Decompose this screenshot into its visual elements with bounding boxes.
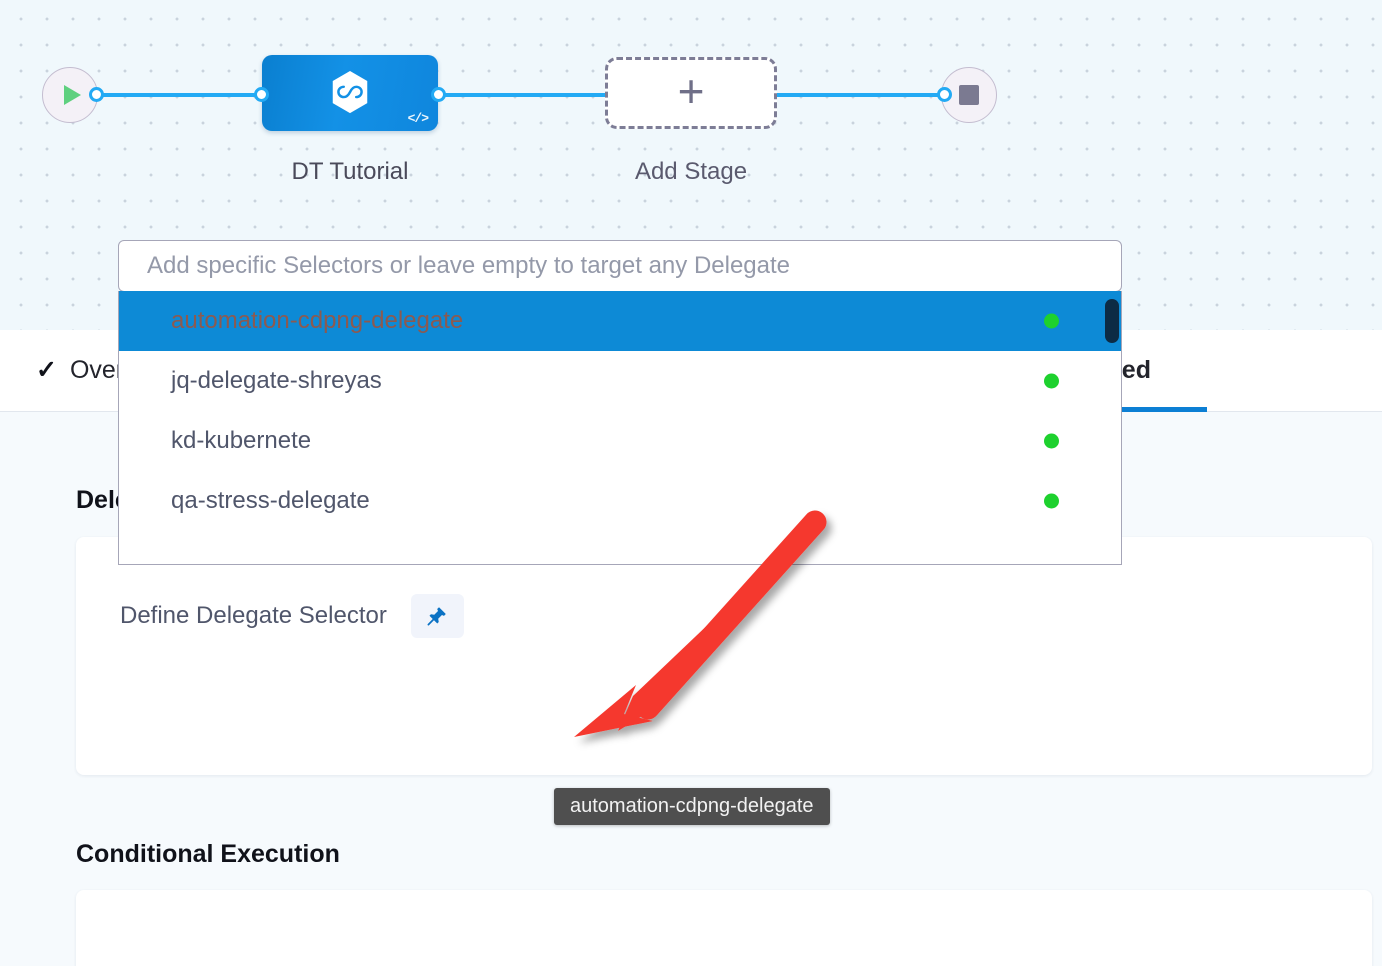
- dropdown-scrollbar-thumb[interactable]: [1105, 299, 1119, 343]
- code-brackets-icon: </>: [407, 111, 429, 126]
- define-delegate-selector-row: Define Delegate Selector: [120, 594, 464, 638]
- delegate-selector-card: Define Delegate Selector: [76, 537, 1372, 775]
- delegate-selector-input[interactable]: [118, 240, 1122, 292]
- status-dot-connected: [1044, 433, 1059, 449]
- connector-port-start-out[interactable]: [89, 87, 104, 102]
- status-dot-connected: [1044, 493, 1059, 509]
- edge-start-to-stage: [96, 93, 268, 97]
- stage-node-label: DT Tutorial: [291, 158, 409, 185]
- stop-square-icon: [959, 85, 979, 105]
- delegate-name: qa-stress-delegate: [171, 487, 370, 514]
- plus-icon: +: [677, 65, 705, 117]
- pushpin-icon[interactable]: [410, 594, 464, 638]
- play-icon: [64, 85, 81, 105]
- delegate-name: jq-delegate-shreyas: [171, 367, 382, 394]
- delegate-name-tooltip: automation-cdpng-delegate: [554, 788, 830, 825]
- delegate-name: kd-kubernete: [171, 427, 312, 454]
- stage-node-dt-tutorial[interactable]: </>: [262, 55, 438, 131]
- connector-port-stage-in[interactable]: [254, 87, 269, 102]
- status-dot-connected: [1044, 373, 1059, 389]
- delegate-name: automation-cdpng-delegate: [171, 307, 464, 334]
- dropdown-scrollbar[interactable]: [1105, 291, 1121, 564]
- pushpin-glyph: [427, 607, 447, 626]
- harness-hexagon-icon: [332, 70, 368, 114]
- pipeline-start-node[interactable]: [42, 67, 98, 123]
- connector-port-end-in[interactable]: [937, 87, 952, 102]
- connector-port-stage-out[interactable]: [431, 87, 446, 102]
- list-item-kd-kubernete[interactable]: kd-kubernete: [119, 411, 1121, 471]
- add-stage-label: Add Stage: [634, 158, 748, 185]
- list-item-qa-stress-delegate[interactable]: qa-stress-delegate: [119, 471, 1121, 531]
- edge-add-to-end: [771, 93, 947, 97]
- check-icon: ✓: [36, 356, 57, 384]
- delegate-selector-dropdown: automation-cdpng-delegate jq-delegate-sh…: [118, 240, 1122, 565]
- add-stage-button[interactable]: +: [605, 57, 777, 129]
- define-delegate-selector-label: Define Delegate Selector: [120, 602, 387, 629]
- delegate-options-list: automation-cdpng-delegate jq-delegate-sh…: [118, 291, 1122, 565]
- conditional-execution-card: [76, 890, 1372, 966]
- status-dot-connected: [1044, 313, 1059, 329]
- list-item-jq-delegate-shreyas[interactable]: jq-delegate-shreyas: [119, 351, 1121, 411]
- edge-stage-to-add: [437, 93, 609, 97]
- list-item-automation-cdpng-delegate[interactable]: automation-cdpng-delegate: [119, 291, 1121, 351]
- conditional-execution-title: Conditional Execution: [76, 840, 340, 868]
